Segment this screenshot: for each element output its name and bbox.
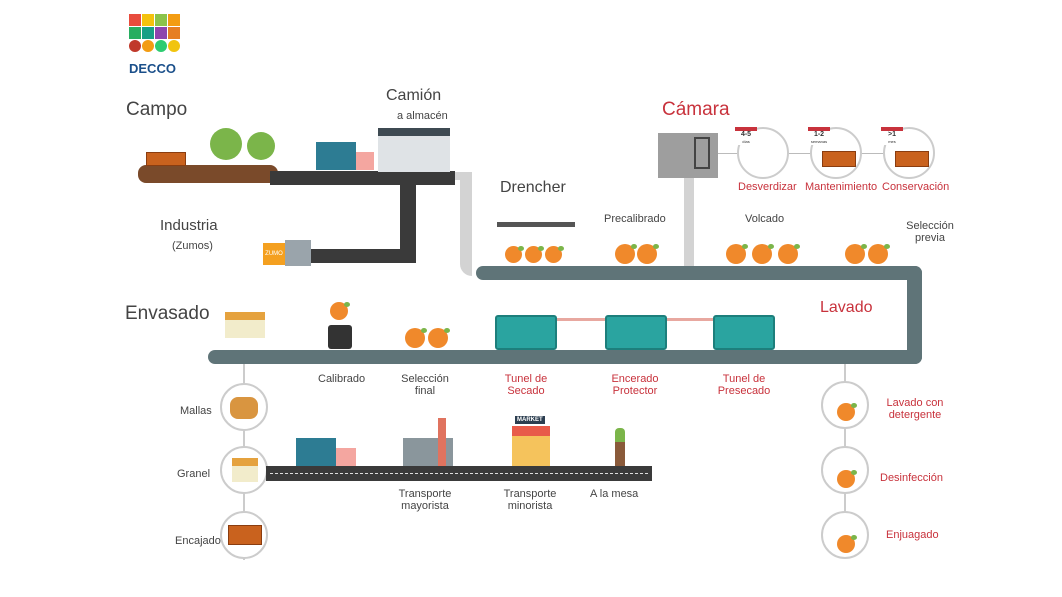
pack-mallas (220, 383, 268, 431)
label-precalibrado: Precalibrado (604, 213, 666, 225)
tunnel-presecado (713, 315, 775, 350)
label-camara: Cámara (662, 99, 730, 120)
label-industria: Industria (160, 217, 218, 234)
factory-icon (285, 240, 311, 266)
wash-enjuagado (821, 511, 869, 559)
fruit-grid-icon (129, 14, 180, 63)
tunnel-encerado (605, 315, 667, 350)
label-camion: Camión (386, 87, 442, 104)
orange (525, 246, 544, 263)
label-tunel-secado: Tunel de Secado (504, 373, 548, 397)
orange (405, 328, 427, 348)
label-envasado: Envasado (125, 303, 210, 324)
label-minorista: Transporte minorista (503, 488, 557, 512)
truck-icon (316, 142, 356, 170)
label-camion-sub: a almacén (397, 110, 448, 122)
orange (726, 244, 748, 264)
pack-granel (220, 446, 268, 494)
label-enjuagado: Enjuagado (886, 529, 939, 541)
decco-logo: DECCO (129, 14, 181, 80)
connector (557, 318, 605, 321)
pipe (460, 172, 472, 276)
label-mayorista: Transporte mayorista (398, 488, 452, 512)
packing-box (225, 312, 265, 338)
label-seleccion-final: Selección final (401, 373, 449, 397)
orange (778, 244, 800, 264)
label-mantenimiento: Mantenimiento (805, 181, 878, 193)
tree (247, 132, 275, 160)
orange (637, 244, 659, 264)
person-icon (615, 428, 625, 466)
label-a-la-mesa: A la mesa (590, 488, 639, 500)
road (400, 171, 416, 263)
orange (752, 244, 774, 264)
orange (868, 244, 890, 264)
orange (845, 244, 867, 264)
label-drencher: Drencher (500, 179, 566, 196)
label-encerado: Encerado Protector (611, 373, 659, 397)
label-mallas: Mallas (180, 405, 212, 417)
wash-desinfeccion (821, 446, 869, 494)
road-dashes (270, 473, 648, 474)
logo-text: DECCO (129, 61, 176, 76)
market-icon: MARKET (512, 416, 550, 466)
conveyor-right (907, 266, 922, 364)
label-seleccion-previa: Selección previa (906, 220, 954, 244)
truck-icon (296, 438, 336, 466)
pack-encajado (220, 511, 268, 559)
label-calibrado: Calibrado (318, 373, 366, 385)
truck-cab (336, 448, 356, 466)
tree (210, 128, 242, 160)
farm-field (138, 165, 278, 183)
label-granel: Granel (177, 468, 211, 480)
connector (667, 318, 713, 321)
road (310, 249, 416, 263)
orange (505, 246, 524, 263)
crate (146, 152, 186, 166)
wash-detergente (821, 381, 869, 429)
label-lavado-detergente: Lavado con detergente (886, 397, 944, 421)
cold-room (658, 133, 718, 178)
orange (330, 302, 350, 320)
orange (615, 244, 637, 264)
label-volcado: Volcado (745, 213, 785, 225)
label-desinfeccion: Desinfección (880, 472, 943, 484)
tunnel-secado (495, 315, 557, 350)
chimney (438, 418, 446, 466)
drencher-bar (497, 222, 575, 227)
label-encajado: Encajado (175, 535, 221, 547)
road (270, 171, 455, 185)
label-tunel-presecado: Tunel de Presecado (717, 373, 771, 397)
label-conservacion: Conservación (882, 181, 950, 193)
market-sign: MARKET (515, 416, 545, 424)
warehouse-icon (378, 128, 450, 172)
juice-icon: ZUMO (263, 243, 285, 265)
label-lavado: Lavado (820, 299, 873, 316)
label-desverdizar: Desverdizar (738, 181, 797, 193)
scale-icon (328, 325, 352, 349)
truck-cab (356, 152, 374, 170)
label-campo: Campo (126, 99, 188, 120)
orange (428, 328, 450, 348)
conveyor-upper (476, 266, 922, 280)
orange (545, 246, 564, 263)
conveyor-lower (208, 350, 922, 364)
label-industria-sub: (Zumos) (172, 240, 213, 252)
pipe (684, 178, 694, 270)
